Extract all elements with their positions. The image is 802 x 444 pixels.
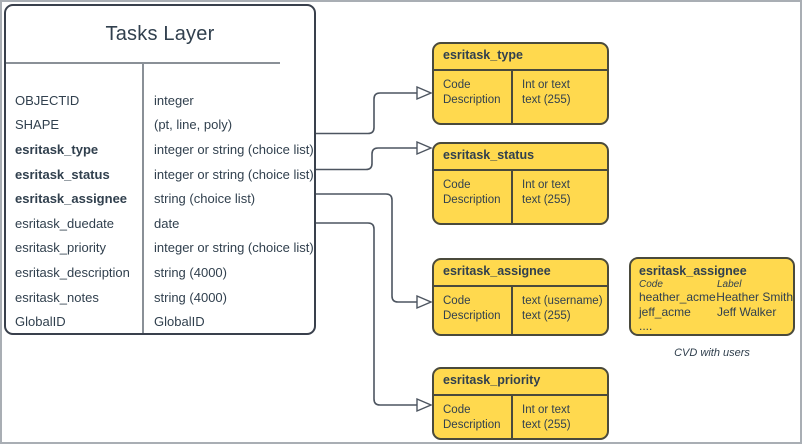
cvd-users-box: esritask_assignee Code Label heather_acm… bbox=[629, 257, 795, 336]
field-row-priority: esritask_priority integer or string (cho… bbox=[15, 240, 314, 256]
domain-box-assignee: esritask_assignee Code Description text … bbox=[432, 258, 609, 336]
domain-types-cell: Int or text text (255) bbox=[522, 179, 571, 206]
column-divider bbox=[142, 63, 144, 333]
domain-box-status: esritask_status Code Description Int or … bbox=[432, 142, 609, 225]
cvd-column-headers: Code Label bbox=[639, 279, 742, 290]
cvd-row-ellipsis: .... bbox=[639, 319, 653, 333]
arrowhead-type-icon bbox=[416, 85, 433, 101]
cvd-caption: CVD with users bbox=[674, 347, 750, 359]
domain-box-type: esritask_type Code Description Int or te… bbox=[432, 42, 609, 125]
domain-types-cell: Int or text text (255) bbox=[522, 404, 571, 431]
domain-codes-cell: Code Description bbox=[434, 396, 513, 438]
field-row-status: esritask_status integer or string (choic… bbox=[15, 166, 314, 182]
arrowhead-assignee-icon bbox=[416, 294, 433, 310]
cvd-row: jeff_acme Jeff Walker bbox=[639, 304, 777, 319]
domain-codes-cell: Code Description bbox=[434, 287, 513, 334]
domain-codes-cell: Code Description bbox=[434, 171, 513, 223]
connector-priority bbox=[316, 222, 417, 406]
field-row-description: esritask_description string (4000) bbox=[15, 264, 227, 280]
field-row-duedate: esritask_duedate date bbox=[15, 215, 180, 231]
field-row-objectid: OBJECTID integer bbox=[15, 92, 194, 108]
cvd-row: heather_acme Heather Smith bbox=[639, 290, 793, 304]
domain-codes-cell: Code Description bbox=[434, 71, 513, 123]
field-row-shape: SHAPE (pt, line, poly) bbox=[15, 117, 233, 133]
connector-assignee bbox=[316, 193, 417, 303]
tasks-layer-title: Tasks Layer bbox=[105, 22, 215, 45]
arrowhead-status-icon bbox=[416, 140, 433, 156]
domain-types-cell: text (username) text (255) bbox=[522, 295, 603, 322]
field-row-assignee: esritask_assignee string (choice list) bbox=[15, 191, 256, 207]
field-list: OBJECTID integer SHAPE (pt, line, poly) … bbox=[6, 88, 314, 334]
connector-status bbox=[316, 147, 417, 171]
field-row-notes: esritask_notes string (4000) bbox=[15, 289, 227, 305]
domain-box-priority: esritask_priority Code Description Int o… bbox=[432, 367, 609, 440]
connector-type bbox=[316, 92, 417, 135]
field-row-type: esritask_type integer or string (choice … bbox=[15, 141, 314, 157]
arrowhead-priority-icon bbox=[416, 397, 433, 413]
tasks-layer-table: Tasks Layer OBJECTID integer SHAPE (pt, … bbox=[4, 4, 316, 335]
domain-types-cell: Int or text text (255) bbox=[522, 79, 571, 106]
field-row-globalid: GlobalID GlobalID bbox=[15, 314, 205, 330]
